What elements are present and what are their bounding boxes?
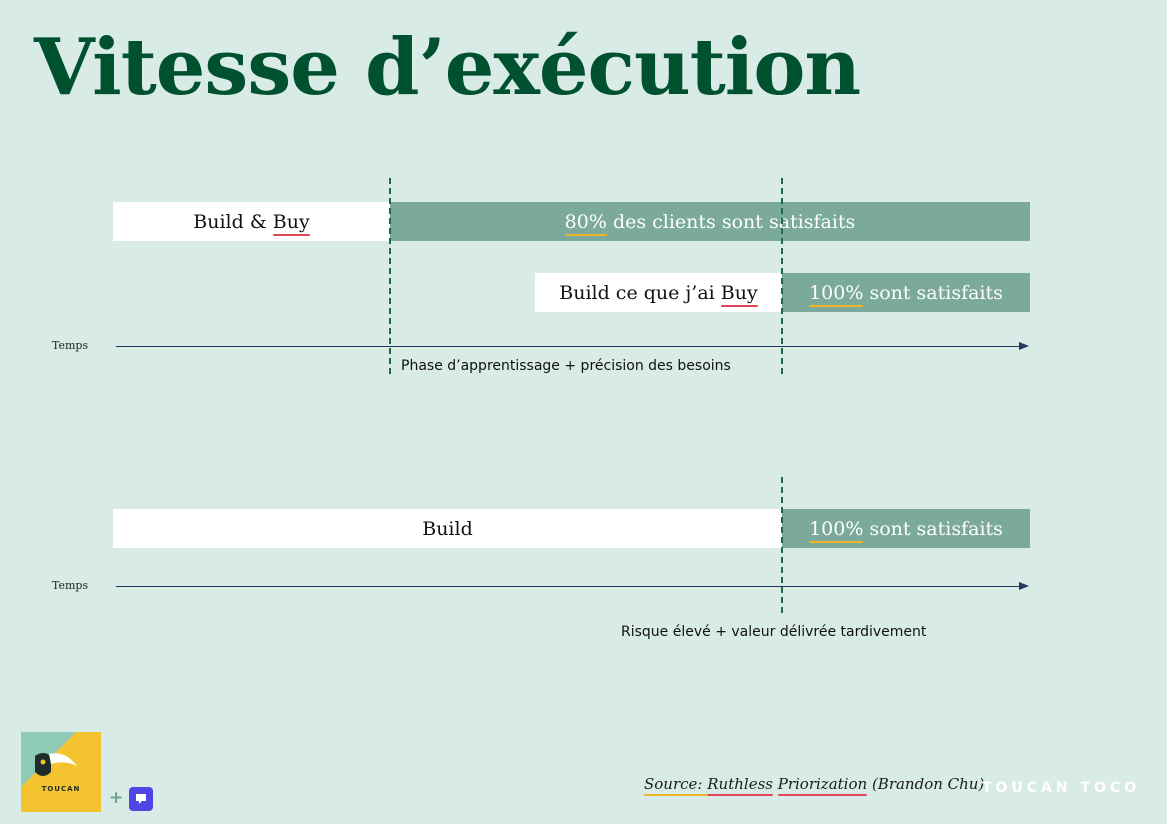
buy-underlined-word: Buy xyxy=(272,210,310,236)
build-and-buy-label-text: Build & xyxy=(193,210,273,233)
milestone-dashed-line-right xyxy=(781,178,783,374)
source-citation: Source: Ruthless Priorization (Brandon C… xyxy=(644,775,985,796)
time-axis-label: Temps xyxy=(52,339,89,352)
eighty-percent-label-text: des clients sont satisfaits xyxy=(606,210,856,233)
milestone-dashed-line xyxy=(781,477,783,613)
hundred-percent-value: 100% xyxy=(809,281,864,307)
time-axis-line xyxy=(116,346,1020,347)
source-title-word-1: Ruthless xyxy=(707,775,773,796)
hundred-percent-satisfied-bar-bottom: 100% sont satisfaits xyxy=(782,509,1030,548)
source-title-word-2: Priorization xyxy=(777,775,868,796)
hundred-percent-satisfied-bar-top: 100% sont satisfaits xyxy=(782,273,1030,312)
time-axis-line xyxy=(116,586,1020,587)
time-axis-arrow xyxy=(1019,342,1029,350)
toucan-logo: TOUCAN xyxy=(21,732,101,812)
eighty-percent-value: 80% xyxy=(564,210,608,236)
build-and-buy-bar: Build & Buy xyxy=(113,202,390,241)
time-axis-label: Temps xyxy=(52,579,89,592)
source-prefix: Source: xyxy=(644,775,708,796)
build-bar: Build xyxy=(113,509,782,548)
source-author: (Brandon Chu) xyxy=(867,775,985,793)
page-title: Vitesse d’exécution xyxy=(34,22,861,113)
learning-phase-note: Phase d’apprentissage + précision des be… xyxy=(401,358,731,374)
buy-underlined-word: Buy xyxy=(720,281,758,307)
milestone-dashed-line-left xyxy=(389,178,391,374)
hundred-percent-value: 100% xyxy=(809,517,864,543)
build-label: Build xyxy=(422,517,473,540)
hundred-percent-label-text: sont satisfaits xyxy=(863,281,1003,304)
eighty-percent-satisfied-bar: 80% des clients sont satisfaits xyxy=(390,202,1030,241)
app-logo-icon xyxy=(129,787,153,811)
toucan-bird-icon xyxy=(21,732,101,812)
build-what-i-bought-label-text: Build ce que j’ai xyxy=(559,281,721,304)
time-axis-arrow xyxy=(1019,582,1029,590)
app-logo-glyph xyxy=(136,794,146,804)
hundred-percent-label-text: sont satisfaits xyxy=(863,517,1003,540)
logo-text: TOUCAN xyxy=(41,785,81,793)
brand-wordmark: TOUCAN TOCO xyxy=(982,780,1141,796)
plus-sign: + xyxy=(109,788,124,808)
build-what-i-bought-bar: Build ce que j’ai Buy xyxy=(535,273,782,312)
risk-note: Risque élevé + valeur délivrée tardiveme… xyxy=(621,624,927,640)
